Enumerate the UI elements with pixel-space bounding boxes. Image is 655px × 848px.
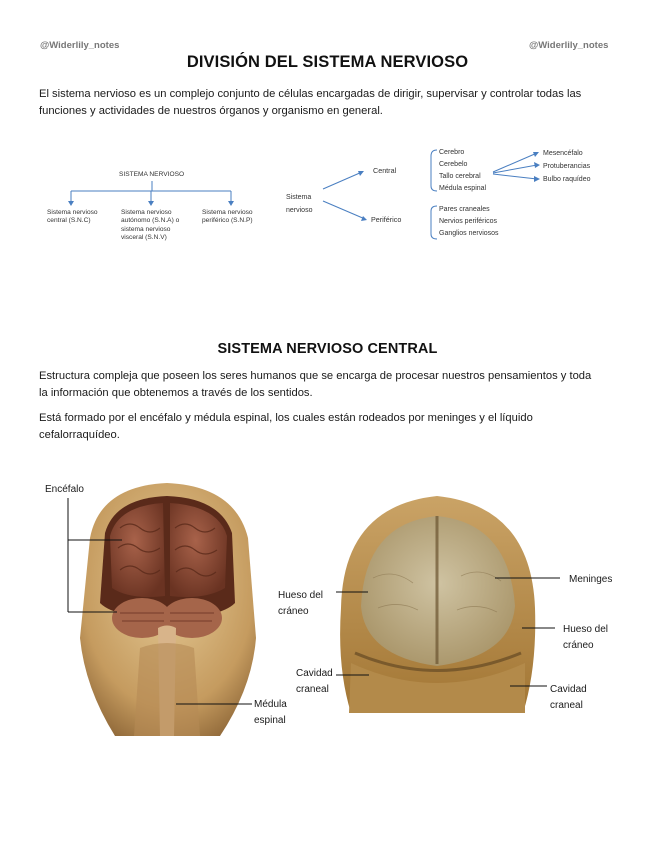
label-hueso-craneo-left: Hueso del cráneo <box>278 590 324 617</box>
label-medula: Médula espinal <box>254 699 287 726</box>
list-item: Ganglios nerviosos <box>439 230 499 237</box>
watermark-left: @Widerlily_notes <box>40 40 120 51</box>
snc-p1-line-1: Estructura compleja que poseen los seres… <box>39 370 592 382</box>
list-item: Nervios periféricos <box>439 218 497 225</box>
diagram-node-sna: Sistema nervioso autónomo (S.N.A) o sist… <box>121 209 180 242</box>
intro-line-1: El sistema nervioso es un complejo conju… <box>39 88 582 100</box>
diagram-node-snc: Sistema nervioso central (S.N.C) <box>47 209 98 225</box>
list-item: Protuberancias <box>543 163 591 170</box>
snc-p2-line-2: cefalorraquídeo. <box>39 429 120 441</box>
list-item: Cerebelo <box>439 161 468 168</box>
label-hueso-craneo-right: Hueso del cráneo <box>563 624 609 651</box>
diagram-node-central: Central <box>373 166 397 175</box>
list-item: Médula espinal <box>439 185 487 192</box>
watermark-right: @Widerlily_notes <box>529 40 609 51</box>
list-item: Tallo cerebral <box>439 173 481 180</box>
snc-p1-line-2: la información que obtenemos a través de… <box>39 387 313 399</box>
list-item: Bulbo raquídeo <box>543 176 591 183</box>
diagram-periferico-list: Pares craneales Nervios periféricos Gang… <box>439 204 499 240</box>
diagram-central-list: Cerebro Cerebelo Tallo cerebral Médula e… <box>439 147 486 195</box>
diagram-node-snp: Sistema nervioso periférico (S.N.P) <box>202 209 253 225</box>
diagram-right-root: Sistema nervioso <box>286 194 313 214</box>
section-title-snc: SISTEMA NERVIOSO CENTRAL <box>217 341 438 357</box>
diagram-tallo-list: Mesencéfalo Protuberancias Bulbo raquíde… <box>543 147 590 186</box>
list-item: Mesencéfalo <box>543 150 583 157</box>
label-cavidad-craneal-left: Cavidad craneal <box>296 668 333 695</box>
list-item: Pares craneales <box>439 206 490 213</box>
section-title-division: DIVISIÓN DEL SISTEMA NERVIOSO <box>186 53 469 71</box>
list-item: Cerebro <box>439 149 465 156</box>
snc-p2-line-1: Está formado por el encéfalo y médula es… <box>39 412 533 424</box>
intro-line-2: funciones y actividades de nuestros órga… <box>39 105 383 117</box>
label-cavidad-craneal-right: Cavidad craneal <box>550 684 587 711</box>
label-encefalo: Encéfalo <box>45 484 84 495</box>
diagram-left-root: SISTEMA NERVIOSO <box>119 171 185 178</box>
diagram-node-periferico: Periférico <box>371 215 402 224</box>
label-meninges: Meninges <box>569 574 613 585</box>
brain-skull-photo <box>70 478 265 736</box>
meninges-skull-photo <box>333 488 541 713</box>
